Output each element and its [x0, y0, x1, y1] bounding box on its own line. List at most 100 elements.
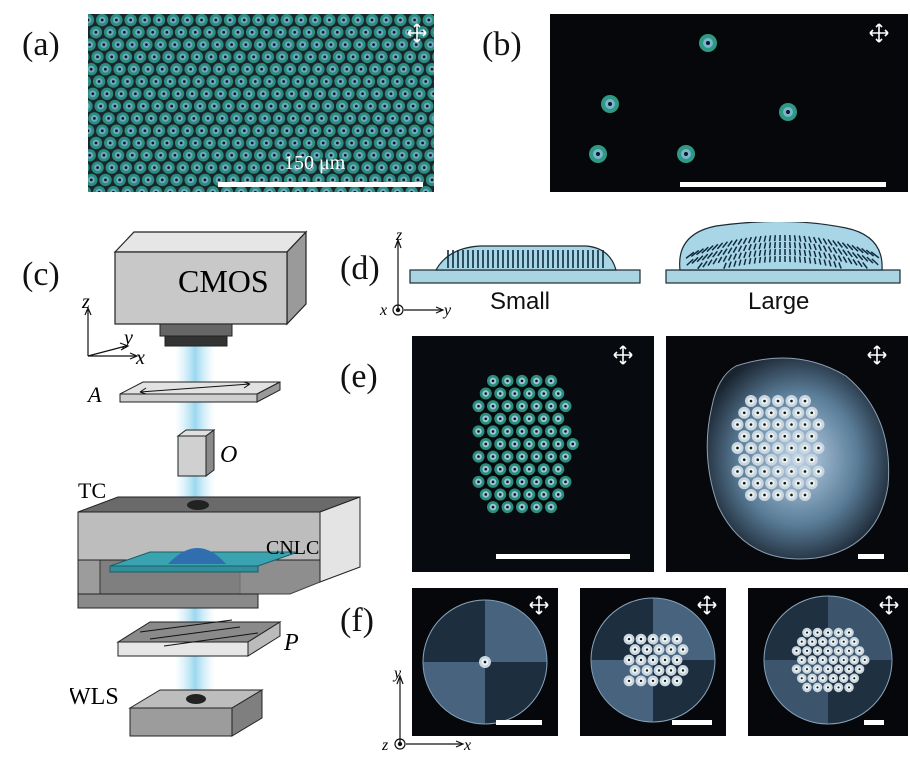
droplet	[647, 675, 659, 687]
droplet	[802, 627, 812, 638]
director-line	[721, 241, 729, 249]
droplet	[312, 63, 325, 76]
panel-label-c: (c)	[22, 256, 60, 293]
droplet	[381, 38, 394, 51]
analyzer-label: A	[86, 382, 102, 407]
droplet	[778, 430, 791, 443]
director-line	[818, 258, 822, 265]
droplet	[384, 87, 398, 101]
droplet	[111, 38, 125, 51]
droplet	[143, 87, 156, 101]
droplet	[494, 438, 507, 450]
director-line	[803, 256, 807, 264]
droplet	[350, 99, 363, 113]
panel-label-b: (b)	[482, 26, 522, 63]
droplet	[765, 430, 778, 443]
droplet	[395, 149, 409, 162]
director-line	[763, 235, 767, 242]
droplet	[362, 186, 376, 192]
droplet	[305, 75, 319, 88]
director-line	[773, 242, 777, 249]
droplet	[812, 646, 823, 656]
droplet	[290, 161, 303, 174]
director-line	[798, 242, 802, 249]
droplet	[205, 161, 218, 174]
droplet	[381, 149, 395, 162]
droplet	[828, 655, 839, 665]
droplet	[430, 137, 434, 149]
droplet	[99, 173, 112, 187]
droplet	[738, 406, 751, 419]
droplet	[559, 400, 572, 413]
panel-a-micrograph: 150 μm	[88, 14, 434, 192]
droplet	[206, 75, 219, 88]
droplet	[192, 75, 205, 88]
droplet	[367, 149, 380, 162]
droplet	[298, 63, 311, 76]
droplet	[487, 374, 499, 387]
droplet	[751, 430, 764, 443]
droplet	[174, 26, 188, 39]
droplet	[111, 149, 125, 162]
panel-c-optical-setup: CMOS z y x A O TC CNLC	[70, 230, 361, 737]
droplet	[353, 149, 366, 162]
droplet	[241, 63, 254, 76]
droplet	[792, 477, 805, 490]
director-line	[748, 250, 752, 258]
droplet	[190, 161, 204, 174]
droplet	[812, 682, 823, 693]
droplet	[277, 186, 290, 192]
droplet	[745, 442, 757, 454]
droplet	[418, 161, 431, 174]
director-line	[865, 249, 875, 257]
droplet	[552, 438, 565, 450]
droplet	[89, 26, 103, 39]
director-line	[707, 259, 713, 267]
droplet	[201, 112, 215, 125]
droplet	[132, 136, 145, 150]
droplet	[791, 646, 802, 656]
droplet	[372, 112, 385, 125]
droplet	[389, 161, 402, 174]
director-line	[813, 243, 817, 251]
droplet	[103, 26, 117, 39]
droplet	[833, 627, 844, 638]
droplet	[318, 161, 331, 174]
droplet	[173, 112, 186, 125]
droplet	[182, 38, 196, 51]
director-line	[742, 237, 748, 245]
director-line	[828, 253, 832, 260]
droplet	[828, 673, 839, 684]
droplet	[107, 186, 120, 192]
droplet	[345, 26, 358, 39]
droplet	[772, 488, 784, 501]
director-line	[861, 254, 869, 262]
droplet	[176, 161, 189, 174]
droplet	[373, 136, 387, 150]
droplet	[105, 50, 118, 64]
droplet	[88, 100, 93, 113]
droplet	[171, 87, 185, 101]
polarizer-label: P	[283, 630, 299, 656]
droplet	[156, 63, 169, 76]
droplet	[403, 161, 417, 174]
droplet	[635, 654, 647, 666]
droplet	[487, 501, 499, 514]
droplet	[175, 136, 188, 150]
droplet	[167, 14, 180, 27]
droplet	[849, 673, 860, 684]
large-label: Large	[748, 288, 810, 315]
droplet	[807, 636, 818, 647]
droplet	[285, 87, 298, 101]
director-line	[856, 246, 864, 254]
droplet	[351, 124, 365, 137]
director-line	[798, 256, 802, 263]
droplet	[197, 149, 210, 162]
droplet	[523, 463, 536, 476]
droplet	[110, 14, 123, 27]
droplet	[260, 26, 273, 39]
droplet	[833, 664, 844, 674]
director-line	[768, 242, 772, 249]
droplet	[233, 161, 246, 174]
director-line	[690, 249, 700, 258]
